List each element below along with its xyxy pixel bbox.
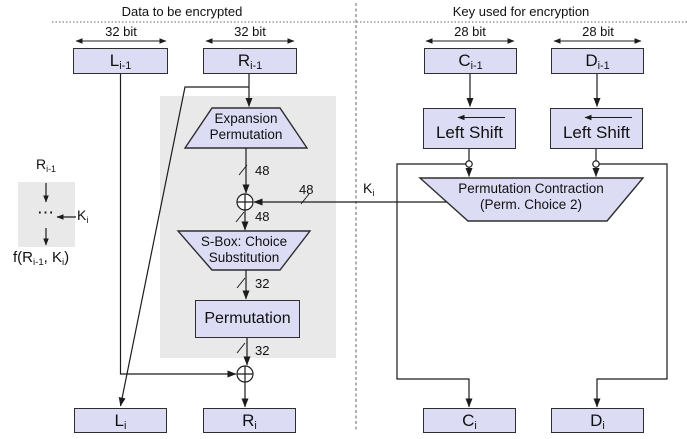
box-d-next: Di: [551, 408, 644, 433]
line-loop-to-dnext: [593, 163, 668, 408]
line-rprev-branch-to-lnext: [118, 86, 249, 407]
box-c-prev-label: Ci-1: [458, 51, 483, 72]
box-d-prev-label: Di-1: [585, 51, 610, 72]
subkey-label: Ki: [363, 180, 375, 199]
box-r-prev: Ri-1: [203, 48, 297, 74]
box-r-prev-label: Ri-1: [237, 51, 263, 72]
box-r-next-label: Ri: [242, 410, 257, 432]
permutation-contraction-shape: [418, 177, 645, 222]
legend-dots: ⋯: [37, 203, 55, 222]
legend-k-label: Ki: [77, 207, 89, 226]
bit-label-32-left: 32 bit: [105, 24, 137, 39]
bus-tick-48-key: [300, 193, 310, 205]
box-left-shift-c: Left Shift: [423, 108, 516, 149]
box-r-next: Ri: [203, 408, 296, 433]
box-l-next: Li: [74, 408, 167, 433]
bus-label-32-sbox: 32: [255, 276, 270, 291]
branch-node-d: [592, 160, 600, 168]
section-title-data: Data to be encrypted: [121, 4, 243, 19]
box-c-next-label: Ci: [462, 410, 477, 432]
permutation-label: Permutation: [204, 310, 291, 327]
bus-label-48-xor: 48: [255, 209, 270, 224]
box-l-prev: Li-1: [73, 48, 168, 74]
legend-rprev-label: Ri-1: [35, 156, 57, 175]
box-d-next-label: Di: [590, 410, 605, 432]
permutation-contraction-label: Permutation Contraction (Perm. Choice 2): [458, 181, 604, 212]
box-l-prev-label: Li-1: [109, 51, 132, 72]
line-loop-to-cnext: [396, 163, 473, 408]
box-permutation: Permutation: [195, 300, 300, 338]
left-shift-c-label: Left Shift: [435, 123, 504, 142]
left-shift-d-label: Left Shift: [562, 123, 631, 142]
expansion-permutation-label: Expansion Permutation: [209, 111, 283, 142]
xor-node-1: [236, 193, 254, 211]
bus-label-48-expansion: 48: [255, 163, 270, 178]
xor-node-2: [236, 365, 254, 383]
section-title-key: Key used for encryption: [452, 4, 590, 19]
sbox-shape: [176, 230, 312, 271]
branch-node-c: [465, 160, 473, 168]
sbox-label: S-Box: Choice Substitution: [200, 234, 288, 265]
bus-tick-32-perm: [236, 342, 246, 354]
bus-tick-32-sbox: [236, 277, 246, 289]
bus-tick-48-xor: [235, 211, 245, 223]
line-lprev-to-xor2: [119, 74, 237, 378]
box-l-next-label: Li: [114, 410, 127, 432]
box-left-shift-d: Left Shift: [550, 108, 643, 149]
box-c-next: Ci: [423, 408, 516, 433]
bus-label-48-key: 48: [299, 182, 314, 197]
box-d-prev: Di-1: [551, 48, 644, 74]
legend-f-label: f(Ri-1, Ki): [13, 249, 70, 268]
box-c-prev: Ci-1: [424, 48, 517, 74]
bus-label-32-perm: 32: [255, 343, 270, 358]
bus-tick-48-expansion: [238, 164, 248, 176]
bit-label-32-right: 32 bit: [234, 24, 266, 39]
bit-label-28-left: 28 bit: [454, 24, 486, 39]
expansion-permutation-shape: [183, 107, 309, 149]
bit-label-28-right: 28 bit: [582, 24, 614, 39]
